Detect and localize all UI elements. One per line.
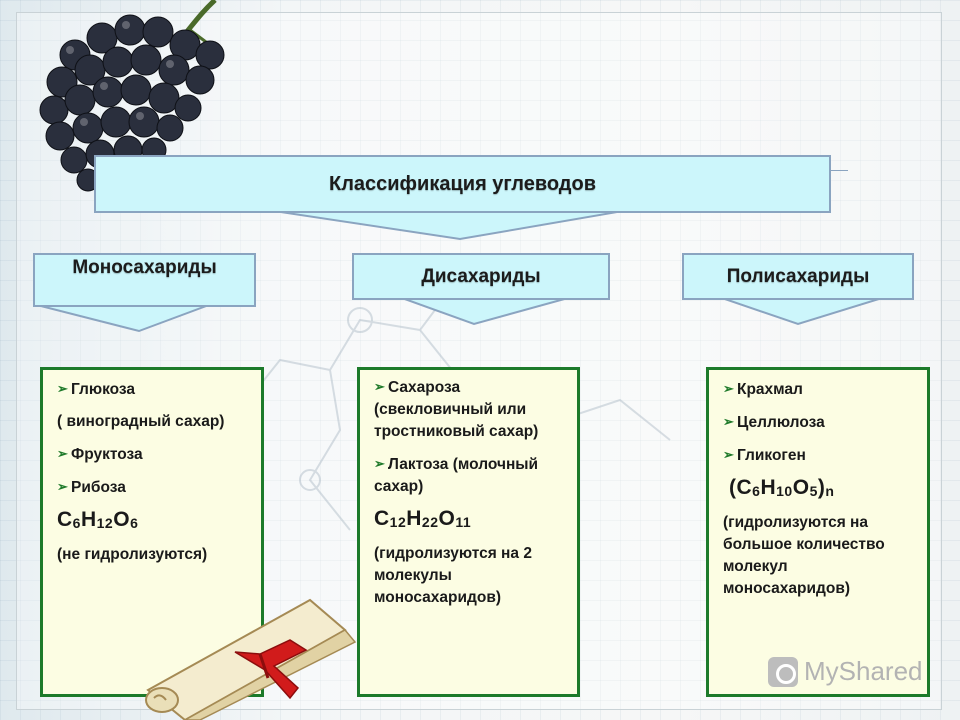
list-item-note: ( виноградный сахар) xyxy=(57,413,225,430)
bullet-arrow-icon: ➢ xyxy=(57,446,68,461)
scroll-image xyxy=(145,598,357,720)
list-item: ➢Фруктоза xyxy=(57,443,247,466)
chemical-formula: (C6H10O5)n xyxy=(729,476,835,500)
myshared-logo-icon xyxy=(768,656,798,687)
title-arrow-box: Классификация углеводов xyxy=(94,155,831,241)
list-item: ➢Гликоген xyxy=(723,444,913,467)
watermark: MyShared xyxy=(768,656,923,687)
monosaccharides-arrow-box: Моносахариды xyxy=(33,253,256,333)
polysaccharides-label: Полисахариды xyxy=(682,253,914,300)
hydrolysis-note: (гидролизуются на большое количество мол… xyxy=(723,514,885,597)
bullet-arrow-icon: ➢ xyxy=(57,479,68,494)
bullet-arrow-icon: ➢ xyxy=(57,381,68,396)
watermark-text: MyShared xyxy=(804,656,923,686)
hydrolysis-note: (не гидролизуются) xyxy=(57,546,208,563)
list-item: ➢Крахмал xyxy=(723,378,913,401)
polysaccharides-arrow-box: Полисахариды xyxy=(682,253,914,326)
chemical-formula: C6H12O6 xyxy=(57,508,139,532)
disaccharides-panel: ➢Сахароза (свекловичный или тростниковый… xyxy=(357,367,580,697)
hydrolysis-note: (гидролизуются на 2 молекулы моносахарид… xyxy=(374,545,532,606)
chemical-formula: C12H22O11 xyxy=(374,507,472,531)
list-item: ➢Целлюлоза xyxy=(723,411,913,434)
title-connector-line xyxy=(830,170,848,171)
page-title: Классификация углеводов xyxy=(94,155,831,213)
bullet-arrow-icon: ➢ xyxy=(723,381,734,396)
grapes-image xyxy=(39,0,225,192)
monosaccharides-label: Моносахариды xyxy=(33,253,256,307)
monosaccharides-panel: ➢Глюкоза ( виноградный сахар) ➢Фруктоза … xyxy=(40,367,264,697)
bullet-arrow-icon: ➢ xyxy=(374,379,385,394)
bullet-arrow-icon: ➢ xyxy=(723,447,734,462)
bullet-arrow-icon: ➢ xyxy=(723,414,734,429)
bullet-arrow-icon: ➢ xyxy=(374,456,385,471)
list-item: ➢Сахароза (свекловичный или тростниковый… xyxy=(374,376,563,443)
polysaccharides-panel: ➢Крахмал ➢Целлюлоза ➢Гликоген (C6H10O5)n… xyxy=(706,367,930,697)
disaccharides-arrow-box: Дисахариды xyxy=(352,253,610,326)
list-item: ➢Рибоза xyxy=(57,476,247,499)
list-item: ➢Глюкоза xyxy=(57,378,247,401)
disaccharides-label: Дисахариды xyxy=(352,253,610,300)
list-item: ➢Лактоза (молочный сахар) xyxy=(374,453,563,498)
